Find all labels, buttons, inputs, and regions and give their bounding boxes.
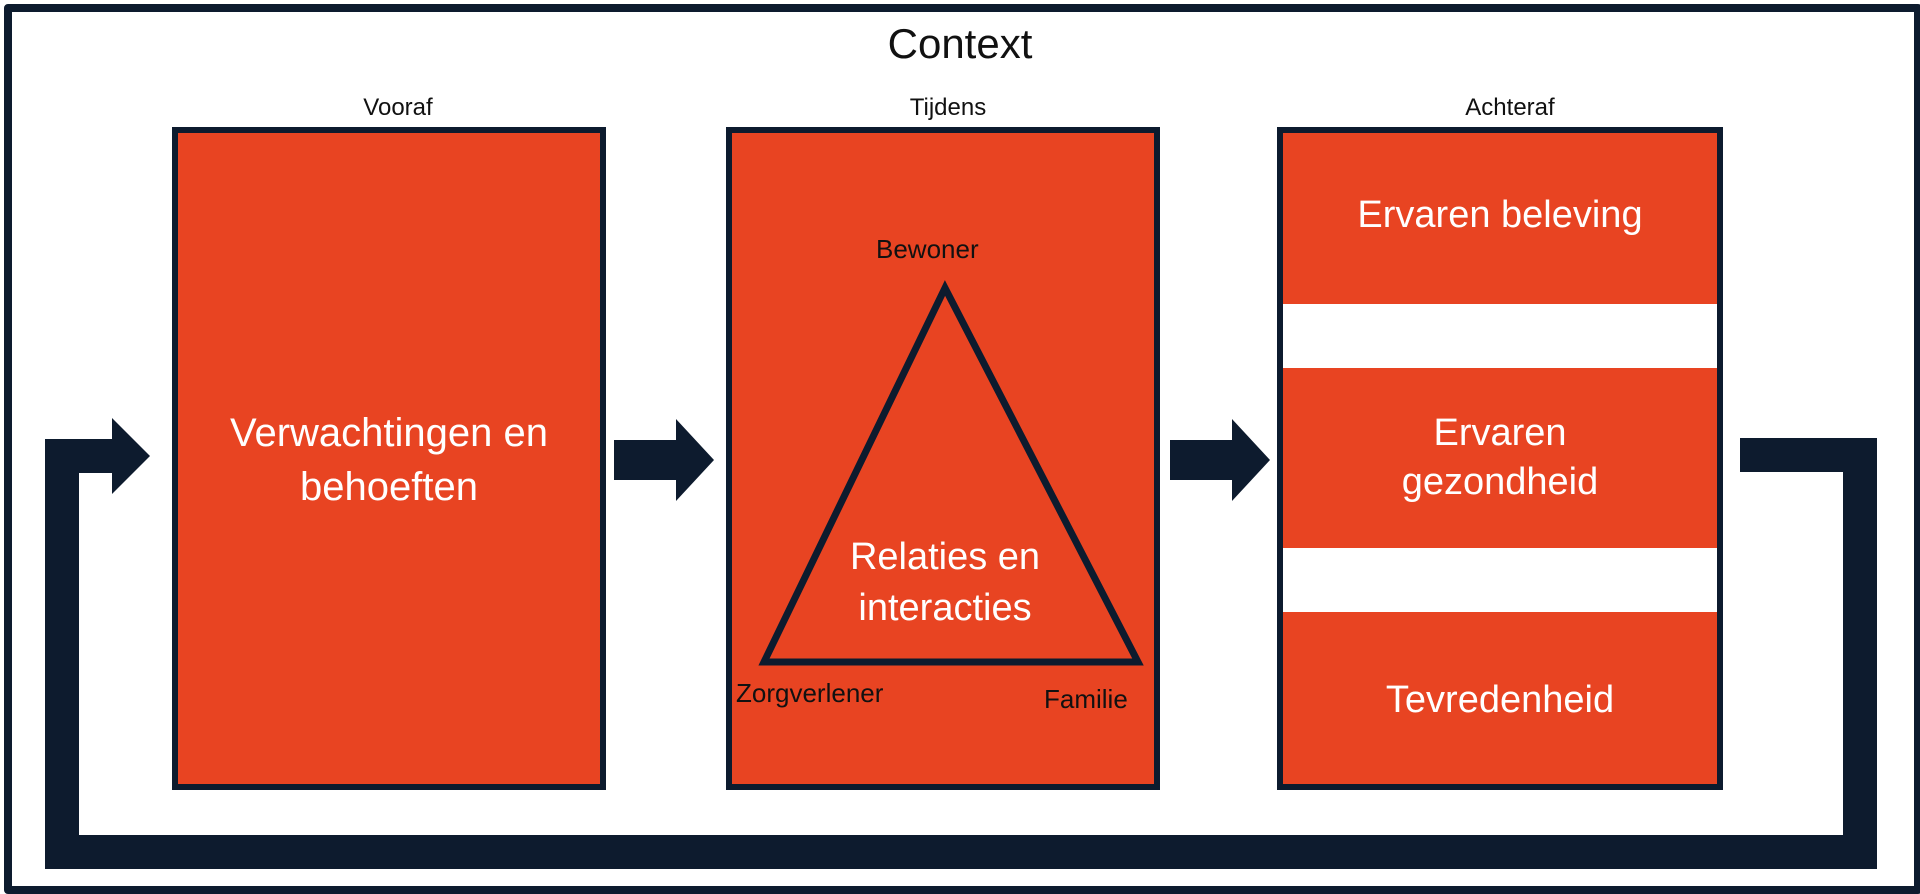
during-box xyxy=(726,127,1160,790)
during-center-text: Relaties en interacties xyxy=(849,535,1041,629)
vertex-label-left: Zorgverlener xyxy=(736,678,884,708)
after-segment-3: Tevredenheid xyxy=(1283,618,1717,784)
vertex-label-right: Familie xyxy=(1044,684,1128,714)
context-frame xyxy=(4,4,1920,894)
vertex-label-top: Bewoner xyxy=(876,234,979,264)
after-segment-2: Ervaren gezondheid xyxy=(1283,374,1717,542)
arrow-during-to-after xyxy=(1170,419,1270,501)
after-gap-2 xyxy=(1283,548,1717,612)
phase-label-before: Vooraf xyxy=(363,94,433,121)
after-gap-1 xyxy=(1283,304,1717,368)
phase-label-during: Tijdens xyxy=(909,94,987,121)
before-box-text: Verwachtingen en behoeften xyxy=(229,411,548,509)
arrow-before-to-during xyxy=(614,419,714,501)
phase-label-after: Achteraf xyxy=(1465,94,1555,121)
relationship-triangle xyxy=(758,280,1144,666)
before-box xyxy=(172,127,606,790)
after-segment-1: Ervaren beleving xyxy=(1283,133,1717,298)
feedback-arrow-head xyxy=(112,418,150,494)
context-title: Context xyxy=(887,20,1033,67)
feedback-loop-line xyxy=(45,438,1877,869)
